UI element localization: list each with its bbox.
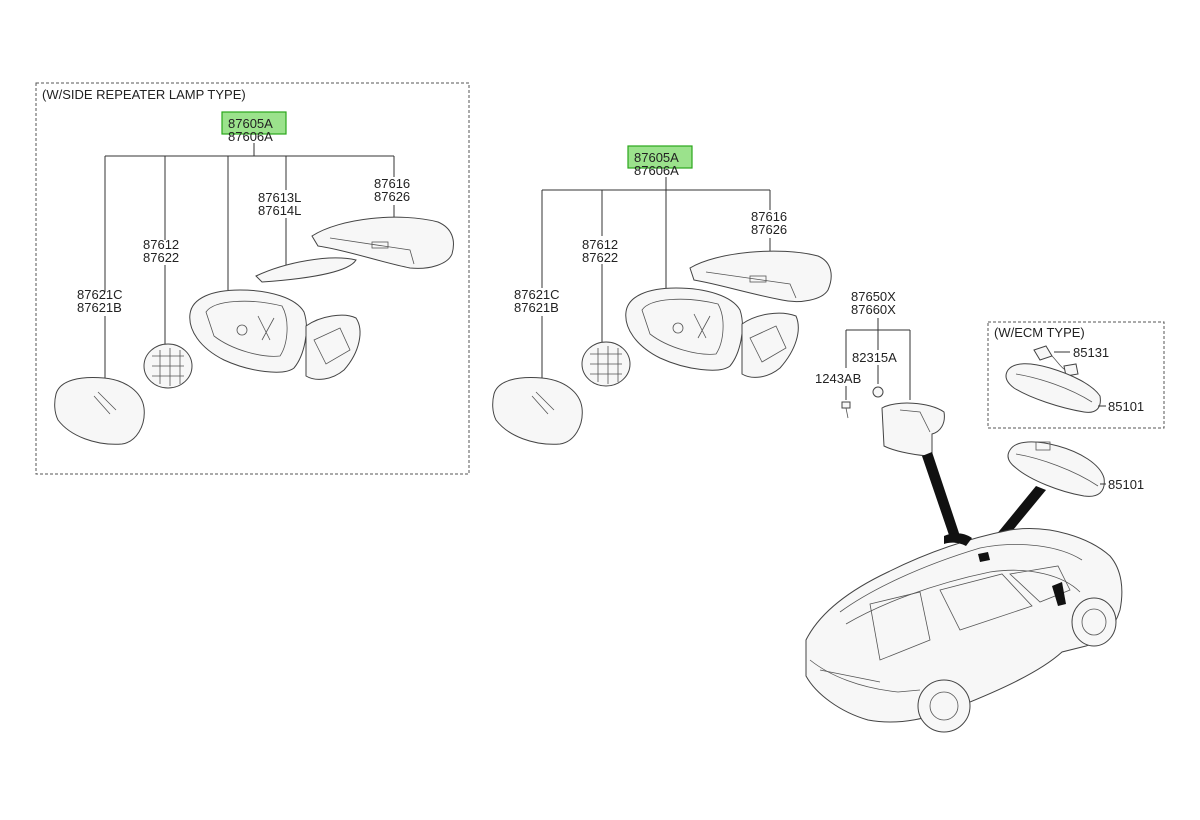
ecm-group-box bbox=[987, 321, 1165, 429]
left-actuator-part-number[interactable]: 87612 bbox=[143, 237, 179, 252]
center-leader-lines bbox=[541, 177, 771, 378]
cover-location-callout bbox=[922, 452, 960, 538]
clip-drawing bbox=[872, 386, 884, 398]
left-cover-part-number-alt[interactable]: 87626 bbox=[374, 189, 410, 204]
vehicle-illustration bbox=[805, 528, 1123, 733]
ecm-inside-mirror-drawing bbox=[1005, 363, 1101, 413]
left-mirror-housing-drawing bbox=[189, 289, 361, 380]
ecm-wire-drawing bbox=[1033, 345, 1079, 377]
left-actuator-drawing bbox=[143, 343, 193, 389]
center-cover-part-number[interactable]: 87616 bbox=[751, 209, 787, 224]
center-actuator-part-number[interactable]: 87612 bbox=[582, 237, 618, 252]
left-cover-part-number[interactable]: 87616 bbox=[374, 176, 410, 191]
ecm-group-title: (W/ECM TYPE) bbox=[994, 325, 1085, 340]
center-mirror-housing-drawing bbox=[625, 287, 799, 378]
center-glass-part-number[interactable]: 87621C bbox=[514, 287, 560, 302]
center-actuator-part-number-alt[interactable]: 87622 bbox=[582, 250, 618, 265]
screw-part-number[interactable]: 1243AB bbox=[815, 371, 861, 386]
inside-mirror-part-number[interactable]: 85101 bbox=[1108, 477, 1144, 492]
left-actuator-part-number-alt[interactable]: 87622 bbox=[143, 250, 179, 265]
inside-cover-part-number[interactable]: 87650X bbox=[851, 289, 896, 304]
left-glass-part-number-alt[interactable]: 87621B bbox=[77, 300, 122, 315]
left-main-part-number-alt[interactable]: 87606A bbox=[228, 129, 273, 144]
clip-part-number[interactable]: 82315A bbox=[852, 350, 897, 365]
left-main-part-highlight[interactable] bbox=[221, 111, 287, 135]
inside-mirror-drawing bbox=[1007, 441, 1105, 497]
left-repeater-part-number[interactable]: 87613L bbox=[258, 190, 301, 205]
center-mirror-glass-drawing bbox=[492, 377, 583, 445]
side-repeater-group-title: (W/SIDE REPEATER LAMP TYPE) bbox=[42, 87, 246, 102]
center-mirror-cover-drawing bbox=[689, 250, 832, 303]
center-main-part-number-alt[interactable]: 87606A bbox=[634, 163, 679, 178]
center-actuator-drawing bbox=[581, 341, 631, 387]
side-repeater-group-box bbox=[35, 82, 470, 475]
inside-mirror-cover-drawing bbox=[881, 402, 945, 457]
ecm-mirror-part-number[interactable]: 85101 bbox=[1108, 399, 1144, 414]
center-main-part-number[interactable]: 87605A bbox=[634, 150, 679, 165]
inside-cover-leader-lines bbox=[845, 318, 911, 400]
left-leader-lines bbox=[104, 143, 395, 378]
center-main-part-highlight[interactable] bbox=[627, 145, 693, 169]
ecm-wire-part-number[interactable]: 85131 bbox=[1073, 345, 1109, 360]
center-cover-part-number-alt[interactable]: 87626 bbox=[751, 222, 787, 237]
left-mirror-cover-drawing bbox=[311, 216, 454, 269]
left-repeater-lamp-drawing bbox=[255, 257, 357, 283]
screw-drawing bbox=[841, 401, 851, 419]
inside-cover-part-number-alt[interactable]: 87660X bbox=[851, 302, 896, 317]
left-repeater-part-number-alt[interactable]: 87614L bbox=[258, 203, 301, 218]
left-main-part-number[interactable]: 87605A bbox=[228, 116, 273, 131]
left-mirror-glass-drawing bbox=[54, 377, 145, 445]
left-glass-part-number[interactable]: 87621C bbox=[77, 287, 123, 302]
center-glass-part-number-alt[interactable]: 87621B bbox=[514, 300, 559, 315]
